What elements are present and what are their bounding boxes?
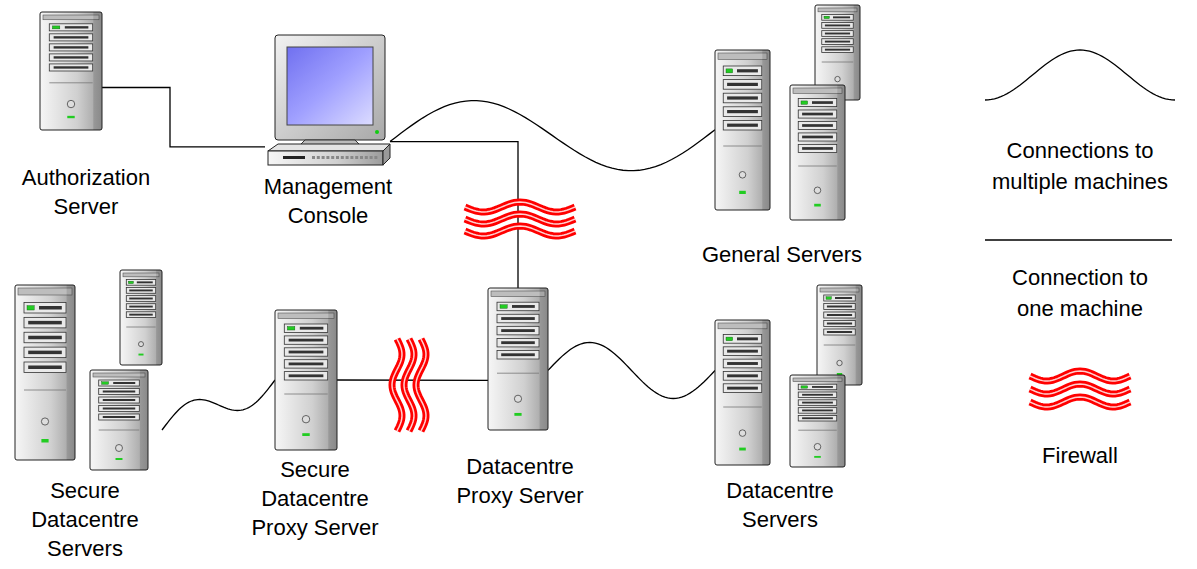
node-icon <box>275 310 337 450</box>
firewall-symbol <box>465 202 575 236</box>
connection-line <box>337 379 488 381</box>
firewall-wave-core <box>1030 384 1130 394</box>
firewall-symbol <box>392 339 426 431</box>
connection-line <box>390 142 518 288</box>
server-tower <box>488 288 548 430</box>
node-label: Secure Datacentre Proxy Server <box>240 455 390 542</box>
legend-text: Connection to one machine <box>998 262 1163 324</box>
node-icon <box>488 288 548 430</box>
server-tower <box>40 12 102 130</box>
server-tower <box>15 285 75 460</box>
node-label: General Servers <box>682 240 882 269</box>
node-icon <box>265 35 390 165</box>
node-icon <box>40 12 102 130</box>
firewall-wave-core <box>465 226 575 236</box>
console-computer <box>268 35 390 165</box>
server-tower <box>790 85 845 220</box>
server-tower <box>120 270 162 365</box>
firewall-wave <box>404 339 414 431</box>
firewall-wave-core <box>465 214 575 224</box>
server-tower <box>275 310 337 450</box>
connection-line <box>390 101 715 171</box>
connection-line <box>102 88 265 147</box>
server-tower <box>715 320 770 465</box>
firewall-wave-core <box>404 339 414 431</box>
server-tower <box>817 285 862 385</box>
server-tower <box>790 375 845 467</box>
node-icon <box>715 5 865 220</box>
node-label: Management Console <box>233 172 423 230</box>
firewall-wave <box>465 226 575 236</box>
node-label: Authorization Server <box>6 163 166 221</box>
server-node: Datacentre Proxy Server <box>488 288 548 430</box>
server-node: Datacentre Servers <box>715 285 862 467</box>
firewall-wave-core <box>1030 371 1130 381</box>
server-node: General Servers <box>715 5 865 220</box>
legend-text: Connections to multiple machines <box>975 135 1185 197</box>
firewall-wave <box>465 202 575 212</box>
server-tower <box>715 50 770 210</box>
node-label: Datacentre Servers <box>705 476 855 534</box>
firewall-wave <box>465 214 575 224</box>
firewall-wave-core <box>416 339 426 431</box>
connection-line <box>162 380 275 430</box>
legend-text: Firewall <box>1005 440 1155 471</box>
firewall-symbol <box>1030 371 1130 407</box>
server-node: Authorization Server <box>40 12 102 130</box>
firewall-wave-core <box>392 339 402 431</box>
legend-sample-wavy <box>985 50 1175 100</box>
firewall-wave-core <box>465 202 575 212</box>
firewall-wave <box>416 339 426 431</box>
firewall-wave <box>392 339 402 431</box>
node-icon <box>715 285 862 467</box>
connection-line <box>548 342 715 398</box>
node-label: Datacentre Proxy Server <box>440 452 600 510</box>
firewall-wave <box>1030 384 1130 394</box>
legend-sample-straight <box>985 239 1172 240</box>
firewall-wave <box>1030 371 1130 381</box>
console-node: Management Console <box>265 35 390 165</box>
server-node: Secure Datacentre Proxy Server <box>275 310 337 450</box>
firewall-wave <box>1030 397 1130 407</box>
server-node: Secure Datacentre Servers <box>15 270 162 470</box>
node-label: Secure Datacentre Servers <box>20 476 150 563</box>
firewall-wave-core <box>1030 397 1130 407</box>
node-icon <box>15 270 162 470</box>
server-tower <box>90 370 148 470</box>
